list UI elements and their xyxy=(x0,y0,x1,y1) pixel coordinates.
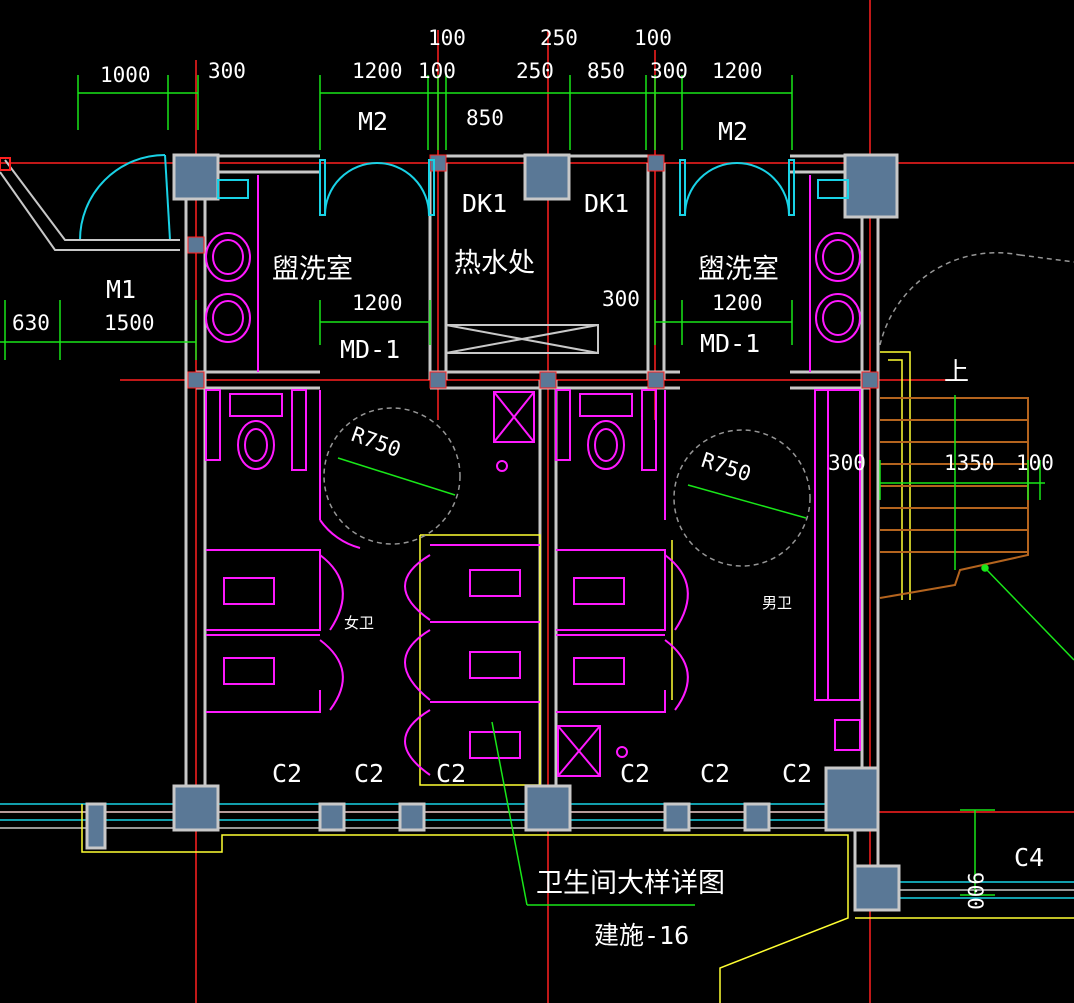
detail-callout: 卫生间大样详图 建施-16 xyxy=(536,868,725,950)
dim-900: 900 xyxy=(963,872,987,910)
label-r750-right: R750 xyxy=(698,448,754,486)
hot-water-counter xyxy=(445,324,599,354)
callout-ref: 建施-16 xyxy=(594,921,689,950)
room-wash-right: 盥洗室 xyxy=(698,254,779,285)
dim-1200-md-right: 1200 xyxy=(712,291,763,315)
label-c2-3: C2 xyxy=(436,759,466,788)
dim-250-top: 250 xyxy=(516,59,554,83)
dim-300-hot-water: 300 xyxy=(602,287,640,311)
dim-100-top: 100 xyxy=(418,59,456,83)
dim-300-top: 300 xyxy=(650,59,688,83)
dim-100-stair: 100 xyxy=(1016,451,1054,475)
entry-ramp xyxy=(0,157,180,251)
columns xyxy=(85,153,901,912)
fixtures xyxy=(205,175,861,777)
label-m1: M1 xyxy=(106,275,136,304)
room-male: 男卫 xyxy=(762,594,792,612)
dim-630: 630 xyxy=(12,311,50,335)
label-c2-4: C2 xyxy=(620,759,650,788)
component-labels: M2 M2 M1 MD-1 MD-1 DK1 DK1 R750 R750 C2 … xyxy=(106,107,1044,872)
room-female: 女卫 xyxy=(344,614,374,632)
dim-100-upper-left: 100 xyxy=(428,26,466,50)
dim-300-right: 300 xyxy=(828,451,866,475)
label-md1-right: MD-1 xyxy=(700,329,760,358)
dim-1200-top-left: 1200 xyxy=(352,59,403,83)
label-c2-5: C2 xyxy=(700,759,730,788)
dimension-text: 1000 300 1200 100 250 850 300 1200 100 2… xyxy=(12,26,1054,910)
dim-850-top: 850 xyxy=(587,59,625,83)
dim-1200-top-right: 1200 xyxy=(712,59,763,83)
label-c2-1: C2 xyxy=(272,759,302,788)
dim-100-upper-right: 100 xyxy=(634,26,672,50)
dim-1350: 1350 xyxy=(944,451,995,475)
dim-1000: 1000 xyxy=(100,63,151,87)
label-dk1-left: DK1 xyxy=(462,189,507,218)
label-dk1-right: DK1 xyxy=(584,189,629,218)
column-markers xyxy=(187,154,879,389)
dim-850-mid: 850 xyxy=(466,106,504,130)
dim-1500: 1500 xyxy=(104,311,155,335)
dim-250-upper: 250 xyxy=(540,26,578,50)
room-names: 盥洗室 盥洗室 热水处 女卫 男卫 xyxy=(272,248,792,632)
label-c2-2: C2 xyxy=(354,759,384,788)
callout-title: 卫生间大样详图 xyxy=(536,868,725,899)
label-md1-left: MD-1 xyxy=(340,335,400,364)
room-hot-water: 热水处 xyxy=(454,248,535,279)
turning-radius-circles xyxy=(323,252,1074,567)
label-r750-left: R750 xyxy=(348,422,404,462)
dim-300-left: 300 xyxy=(208,59,246,83)
dim-1200-md-left: 1200 xyxy=(352,291,403,315)
dimension-lines xyxy=(0,75,1074,906)
label-c4: C4 xyxy=(1014,843,1044,872)
label-c2-6: C2 xyxy=(782,759,812,788)
room-wash-left: 盥洗室 xyxy=(272,254,353,285)
doors xyxy=(79,154,795,241)
label-m2-right: M2 xyxy=(718,117,748,146)
label-m2-left: M2 xyxy=(358,107,388,136)
stairs xyxy=(879,397,1029,599)
label-stair-up: 上 xyxy=(944,357,969,386)
